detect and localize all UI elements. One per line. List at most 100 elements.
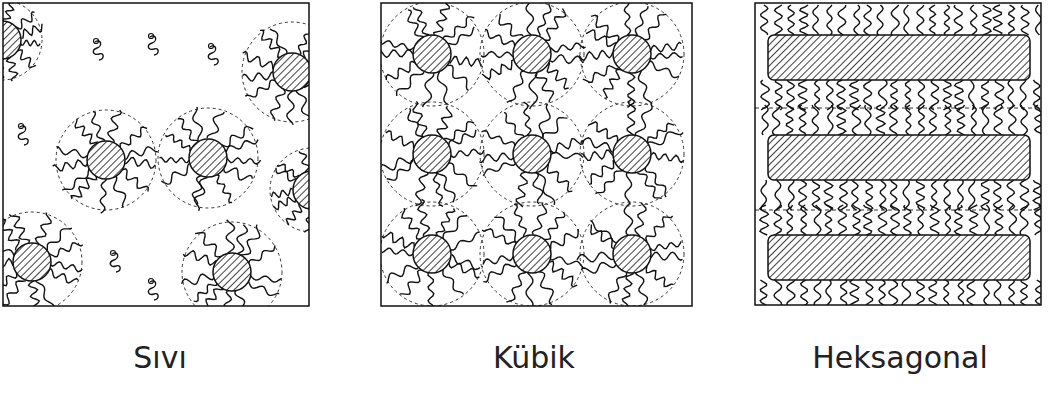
surfactant-tail: [579, 51, 613, 61]
hexagonal-phase: [755, 5, 1041, 305]
surfactant-tail: [994, 280, 1001, 305]
surfactant-tail: [944, 5, 949, 35]
surfactant-tail: [638, 71, 652, 104]
surfactant-tail: [650, 241, 681, 250]
surfactant-tail: [108, 110, 121, 142]
surfactant-tail: [1008, 5, 1014, 35]
surfactant-tail: [240, 225, 260, 255]
micelle-boundary: [381, 102, 484, 206]
surfactant-tail: [243, 52, 273, 70]
surfactant-tail: [194, 283, 217, 301]
surfactant-tail: [382, 158, 414, 170]
surfactant-tail: [532, 203, 546, 235]
surfactant-tail: [526, 273, 533, 306]
micelle-boundary: [270, 148, 309, 232]
free-surfactant-head: [209, 44, 214, 49]
surfactant-tail: [775, 5, 783, 35]
surfactant-tail: [916, 180, 924, 210]
surfactant-tail: [382, 248, 413, 255]
surfactant-tail: [787, 205, 793, 235]
surfactant-tail: [192, 176, 201, 205]
surfactant-tail: [448, 27, 474, 45]
surfactant-tail: [591, 220, 618, 242]
micelle-core: [413, 135, 451, 173]
surfactant-tail: [812, 105, 818, 135]
surfactant-tail: [3, 219, 19, 250]
surfactant-tail: [969, 180, 975, 210]
surfactant-tail: [917, 5, 924, 35]
micelle-boundary: [182, 222, 282, 306]
surfactant-tail: [479, 153, 513, 162]
surfactant-tail: [3, 259, 13, 267]
surfactant-tail: [381, 41, 414, 50]
cylindrical-micelle: [768, 235, 1030, 280]
micelle-boundary: [381, 202, 484, 306]
surfactant-tail: [866, 180, 873, 210]
surfactant-tail: [287, 91, 294, 125]
surfactant-tail: [624, 203, 632, 235]
surfactant-tail: [18, 50, 36, 68]
surfactant-tail: [273, 197, 295, 209]
surfactant-tail: [1009, 280, 1015, 305]
surfactant-tail: [801, 280, 808, 305]
surfactant-tail: [583, 66, 619, 83]
surfactant-tail: [775, 180, 781, 210]
surfactant-tail: [800, 5, 809, 35]
surfactant-tail: [382, 232, 414, 248]
surfactant-tail: [919, 105, 925, 135]
surfactant-tail: [1021, 105, 1027, 135]
micelle-boundary: [480, 102, 584, 206]
surfactant-tail: [971, 105, 976, 135]
phase-label: Sıvı: [133, 340, 186, 375]
surfactant-tail: [637, 173, 661, 198]
surfactant-tail: [577, 252, 614, 261]
surfactant-tail: [760, 280, 767, 305]
surfactant-tail: [984, 280, 989, 305]
free-surfactant-head: [19, 124, 24, 129]
surfactant-tail: [92, 111, 105, 140]
surfactant-tail: [245, 80, 275, 97]
surfactant-tail: [433, 172, 443, 206]
surfactant-tail: [955, 80, 964, 110]
surfactant-tail: [983, 5, 991, 35]
surfactant-tail: [854, 5, 860, 35]
surfactant-tail: [627, 100, 635, 136]
surfactant-tail: [838, 205, 846, 235]
surfactant-tail: [1036, 280, 1042, 305]
surfactant-tail: [514, 204, 526, 237]
surfactant-tail: [828, 105, 833, 135]
surfactant-tail: [581, 263, 616, 274]
surfactant-tail: [609, 273, 627, 304]
surfactant-tail: [100, 179, 107, 213]
micelle-boundary: [381, 3, 484, 106]
surfactant-tail: [838, 5, 846, 35]
surfactant-tail: [581, 150, 614, 160]
free-surfactant-head: [149, 34, 154, 39]
surfactant-tail: [891, 5, 899, 35]
surfactant-tail: [36, 213, 52, 245]
surfactant-tail: [943, 80, 951, 110]
micelle-core: [87, 141, 125, 179]
surfactant-tail: [648, 132, 684, 145]
surfactant-tail: [635, 104, 652, 135]
panel-frame: [381, 3, 692, 306]
surfactant-tail: [447, 65, 468, 90]
rod-boundary: [755, 108, 1041, 109]
cylindrical-micelle: [768, 135, 1030, 180]
surfactant-tail: [904, 5, 909, 35]
surfactant-tail: [449, 163, 477, 186]
surfactant-tail: [588, 122, 617, 142]
micelle-core: [413, 35, 451, 73]
surfactant-tail: [165, 134, 190, 151]
micelle-boundary: [242, 22, 309, 122]
surfactant-tail: [449, 130, 476, 145]
surfactant-tail: [958, 180, 963, 210]
surfactant-tail: [904, 205, 911, 235]
surfactant-tail: [547, 164, 572, 192]
micelle-core: [13, 243, 51, 281]
surfactant-tail: [646, 265, 673, 286]
surfactant-tail: [983, 105, 989, 135]
surfactant-tail: [878, 205, 887, 235]
surfactant-tail: [49, 269, 78, 283]
